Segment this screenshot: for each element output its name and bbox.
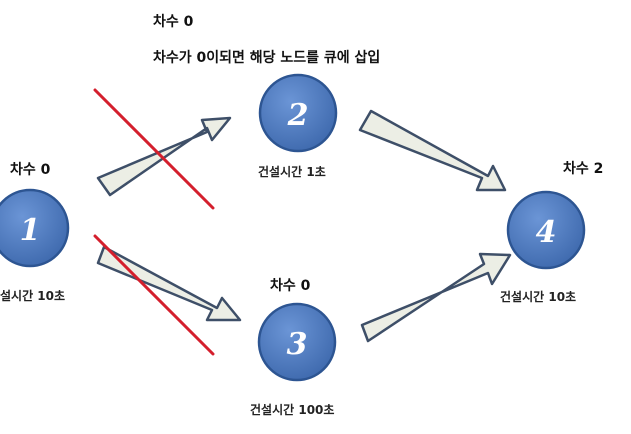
edge-1-to-3-strike xyxy=(93,234,215,356)
edge-2-to-4-arrow xyxy=(358,109,507,192)
build-time-node-2: 건설시간 1초 xyxy=(258,165,326,179)
build-time-node-4: 건설시간 10초 xyxy=(500,290,577,304)
node-2: 2 xyxy=(258,73,338,153)
node-4: 4 xyxy=(506,190,586,270)
degree-label-node-3: 차수 0 xyxy=(270,278,311,294)
edge-1-to-2-strike xyxy=(93,88,215,210)
svg-text:2: 2 xyxy=(287,98,309,133)
degree-label-node-1: 차수 0 xyxy=(10,162,51,178)
edge-1-to-2-arrow xyxy=(96,116,232,197)
svg-text:3: 3 xyxy=(287,327,308,362)
node-3: 3 xyxy=(257,302,337,382)
build-time-node-3: 건설시간 100초 xyxy=(250,403,335,417)
node-1: 1 xyxy=(0,188,70,268)
degree-label-node-4: 차수 2 xyxy=(563,161,604,177)
build-time-node-1: 설시간 10초 xyxy=(0,289,66,303)
edge-3-to-4-arrow xyxy=(360,252,512,343)
edge-1-to-3-arrow xyxy=(96,245,242,322)
svg-text:1: 1 xyxy=(20,213,41,248)
enqueue-note: 차수가 0이되면 해당 노드를 큐에 삽입 xyxy=(153,50,381,66)
degree-label-node-2: 차수 0 xyxy=(153,14,194,30)
svg-text:4: 4 xyxy=(536,215,557,250)
